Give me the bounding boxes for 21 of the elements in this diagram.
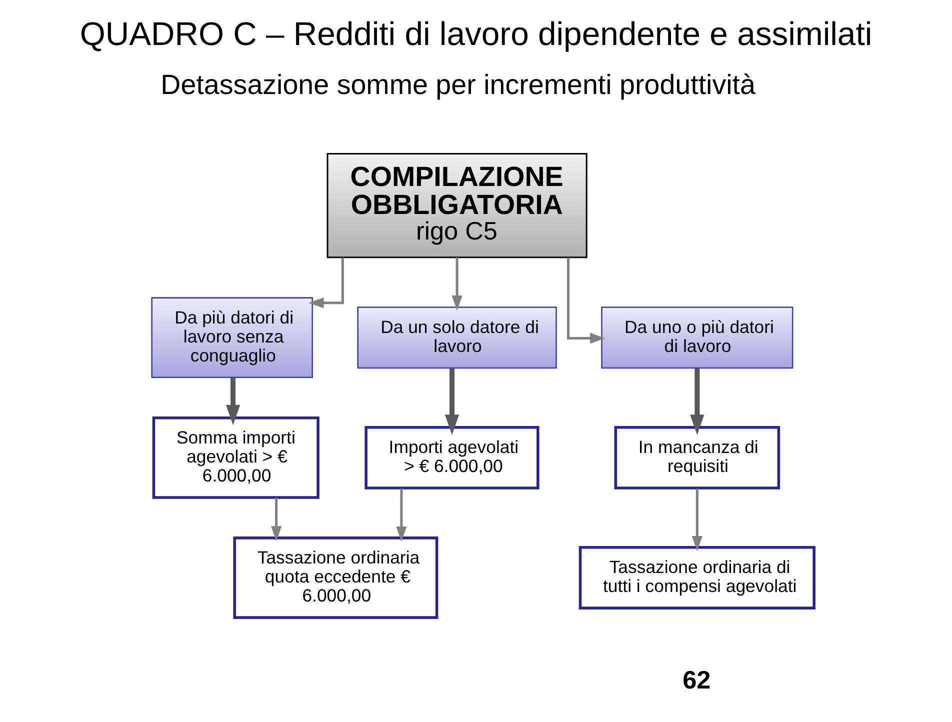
- arrow: [308, 258, 344, 308]
- node-box: Tassazione ordinaria quota eccedente € 6.000,00: [233, 536, 438, 619]
- node-box: Tassazione ordinaria di tutti i compensi agevolati: [578, 546, 816, 610]
- node-box: Importi agevolati > € 6.000,00: [364, 426, 540, 490]
- arrow: [226, 378, 240, 426]
- arrow: [690, 368, 704, 435]
- label: Detassazione somme per incrementi produttività: [160, 68, 756, 100]
- arrow: [452, 257, 462, 311]
- arrow: [444, 368, 460, 435]
- node-box: Da più datori di lavoro senza conguaglio: [151, 297, 313, 378]
- arrow: [271, 498, 282, 542]
- label: 62: [682, 666, 711, 694]
- arrow: [567, 258, 606, 344]
- diagram-title: QUADRO C – Redditi di lavoro dipendente e assimilati: [80, 14, 872, 52]
- node-box: COMPILAZIONE OBBLIGATORIA rigo C5: [326, 152, 588, 258]
- node-box: Da un solo datore di lavoro: [357, 306, 557, 369]
- node-box: In mancanza di requisiti: [614, 426, 780, 490]
- arrow: [396, 488, 407, 542]
- arrow: [692, 488, 702, 552]
- node-box: Da uno o più datori di lavoro: [601, 306, 794, 369]
- node-box: Somma importi agevolati > € 6.000,00: [152, 416, 320, 499]
